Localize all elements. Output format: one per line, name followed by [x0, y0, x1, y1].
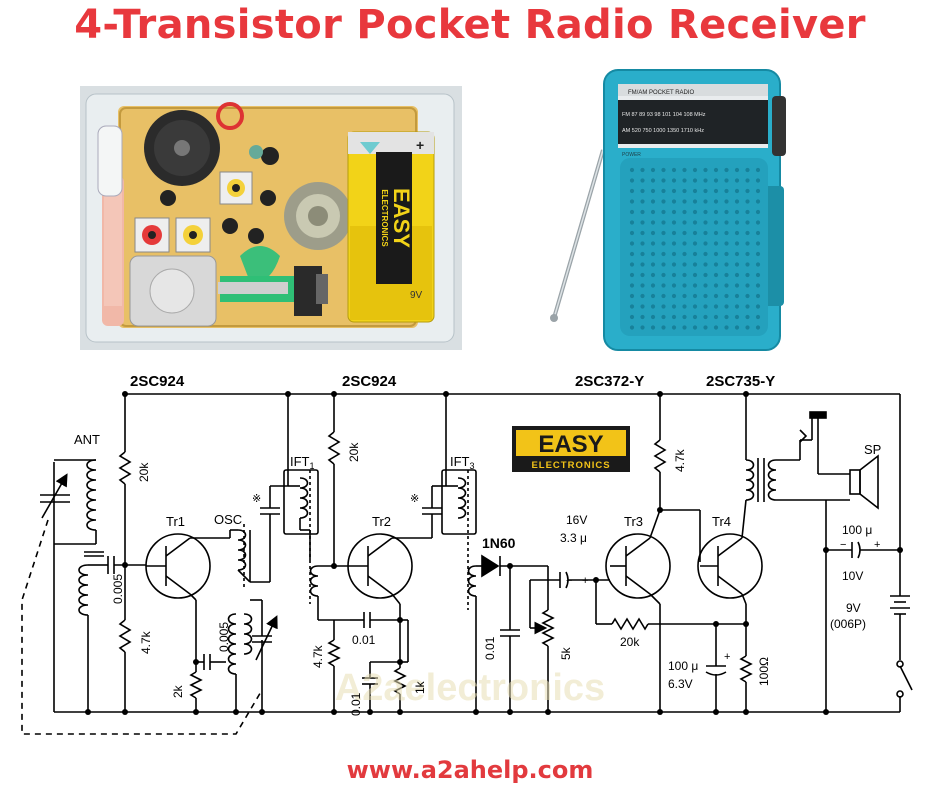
- tr4-label: Tr4: [712, 514, 731, 529]
- t2-type-label: 2SC924: [342, 373, 397, 390]
- footer-url: www.a2ahelp.com: [346, 756, 594, 784]
- svg-text:−: −: [840, 539, 846, 551]
- battery-voltage-label: 9V: [410, 290, 423, 301]
- c0005-b-label: 0.005: [217, 622, 231, 652]
- watermark: A2aelectronics: [335, 667, 605, 709]
- r47k-b-label: 4.7k: [311, 644, 325, 668]
- ift1-label: IFT1: [290, 454, 315, 471]
- ift3-note-mark: ※: [410, 493, 419, 505]
- svg-text:+: +: [582, 575, 588, 587]
- svg-text:+: +: [874, 539, 880, 551]
- ant-label: ANT: [74, 432, 100, 447]
- ift3-label: IFT3: [450, 454, 475, 471]
- fm-scale: FM 87 89 93 98 101 104 108 MHz: [622, 112, 706, 118]
- speaker-label: SP: [864, 442, 881, 457]
- osc-label: OSC: [214, 512, 242, 527]
- r20k-a-label: 20k: [137, 462, 151, 482]
- logo-top-text: EASY: [538, 431, 603, 458]
- logo-bottom-text: ELECTRONICS: [531, 460, 610, 471]
- page-title: 4-Transistor Pocket Radio Receiver: [74, 2, 866, 48]
- diode-label: 1N60: [482, 535, 516, 551]
- r47k-a-label: 4.7k: [139, 630, 153, 654]
- c-emitter-value: 100 μ: [668, 659, 698, 673]
- pot5k-label: 5k: [559, 646, 573, 660]
- battery-brand-top: EASY: [389, 188, 414, 248]
- am-scale: AM 520 750 1000 1350 1710 kHz: [622, 128, 704, 134]
- c001-c-label: 0.01: [483, 636, 497, 660]
- power-label: POWER: [622, 152, 641, 158]
- c001-a-label: 0.01: [352, 633, 376, 647]
- schematic-diagram: EASY ELECTRONICS A2aelectronics 2SC924 2…: [21, 373, 913, 735]
- tr1-label: Tr1: [166, 514, 185, 529]
- r20k-c-label: 20k: [620, 635, 640, 649]
- t3-type-label: 2SC372-Y: [575, 373, 644, 390]
- c001-b-label: 0.01: [349, 692, 363, 716]
- ift1-note-mark: ※: [252, 493, 261, 505]
- r100ohm-label: 100Ω: [757, 657, 771, 686]
- battery-type: (006P): [830, 617, 866, 631]
- battery-voltage: 9V: [846, 601, 861, 615]
- tr3-label: Tr3: [624, 514, 643, 529]
- r1k-label: 1k: [413, 680, 427, 694]
- r47k-c-label: 4.7k: [673, 448, 687, 472]
- c-supply-voltage: 10V: [842, 569, 863, 583]
- r2k-label: 2k: [171, 684, 185, 698]
- c-coupling-voltage: 16V: [566, 513, 587, 527]
- svg-text:−: −: [566, 575, 572, 587]
- svg-text:+: +: [416, 137, 424, 153]
- t4-type-label: 2SC735-Y: [706, 373, 775, 390]
- svg-text:+: +: [724, 651, 730, 663]
- pocket-radio-photo: FM/AM POCKET RADIO FM 87 89 93 98 101 10…: [550, 69, 786, 351]
- battery-brand-bottom: ELECTRONICS: [380, 189, 389, 247]
- c-coupling-value: 3.3 μ: [560, 531, 587, 545]
- brand-logo: EASY ELECTRONICS: [512, 426, 630, 472]
- c0005-a-label: 0.005: [111, 574, 125, 604]
- speaker-grille: [629, 167, 761, 330]
- kit-photo: EASY ELECTRONICS 9V +: [80, 86, 462, 350]
- c-emitter-voltage: 6.3V: [668, 677, 693, 691]
- c-supply-value: 100 μ: [842, 523, 872, 537]
- r20k-b-label: 20k: [347, 442, 361, 462]
- tr2-label: Tr2: [372, 514, 391, 529]
- t1-type-label: 2SC924: [130, 373, 185, 390]
- radio-band-label: FM/AM POCKET RADIO: [628, 90, 695, 96]
